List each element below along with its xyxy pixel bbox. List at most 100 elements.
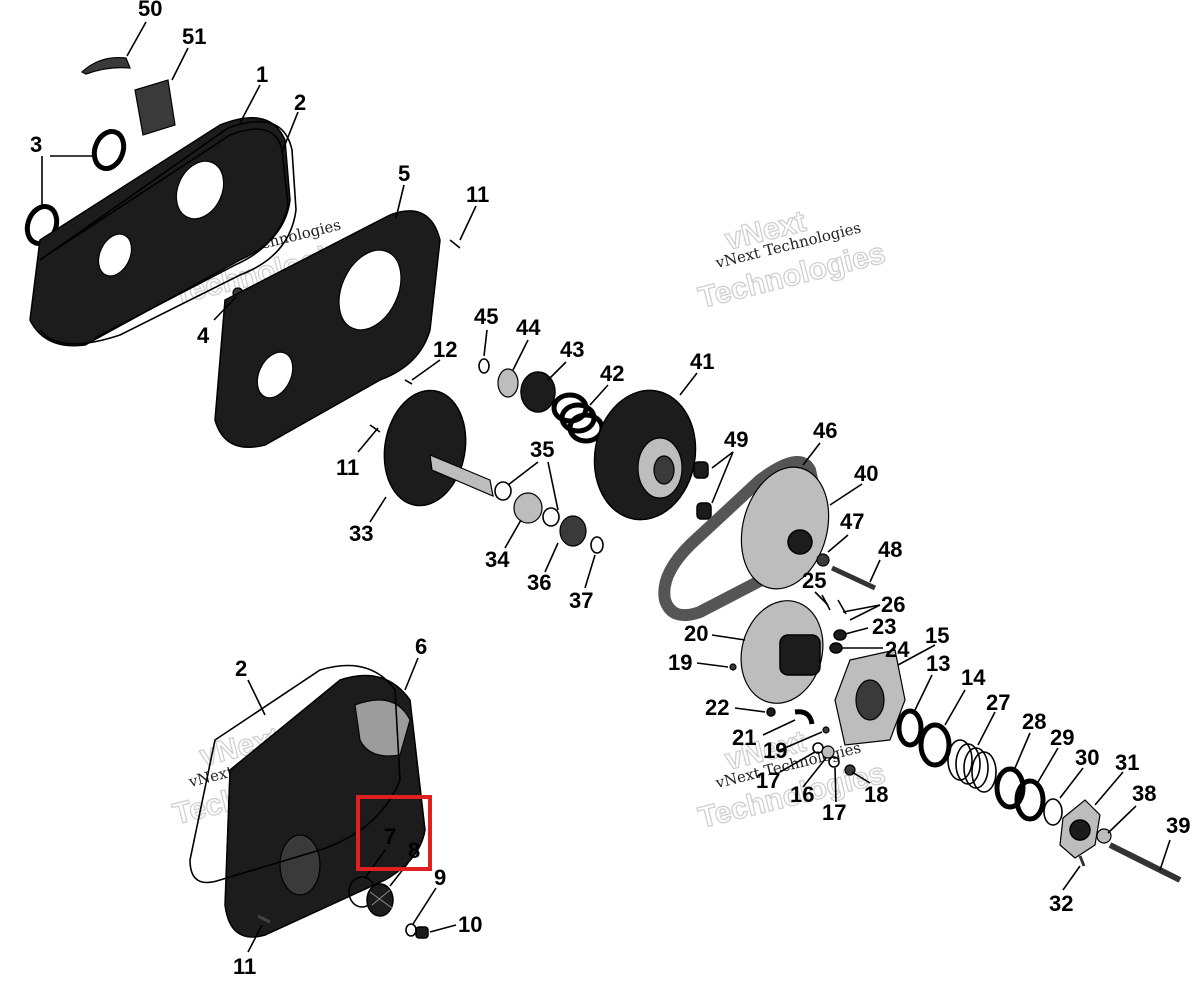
highlight-box bbox=[356, 795, 432, 871]
part-gasket-top bbox=[39, 120, 297, 345]
callout-41: 41 bbox=[690, 349, 714, 374]
part-roller-b bbox=[696, 502, 712, 520]
part-screw-19b bbox=[822, 726, 830, 734]
callout-2: 2 bbox=[294, 90, 306, 115]
callout-30: 30 bbox=[1075, 745, 1099, 770]
part-circlip-45 bbox=[478, 358, 490, 374]
part-housing-15 bbox=[834, 649, 906, 746]
part-roller-23 bbox=[833, 629, 847, 641]
callout-27: 27 bbox=[986, 690, 1010, 715]
part-ring-30 bbox=[1043, 798, 1063, 826]
callout-21: 21 bbox=[732, 725, 756, 750]
part-gasket-bottom bbox=[189, 664, 401, 884]
part-bushing-34 bbox=[513, 492, 543, 524]
callout-24: 24 bbox=[885, 637, 910, 662]
callout-3: 3 bbox=[30, 132, 42, 157]
callout-50: 50 bbox=[138, 0, 162, 21]
callout-9: 9 bbox=[434, 865, 446, 890]
callout-38: 38 bbox=[1132, 781, 1156, 806]
callout-49: 49 bbox=[724, 427, 748, 452]
leader-lines bbox=[41, 21, 1171, 953]
part-pin-22 bbox=[766, 707, 776, 717]
part-cover-31 bbox=[1059, 799, 1101, 859]
callout-1: 1 bbox=[256, 62, 268, 87]
part-bolt-39 bbox=[1108, 842, 1182, 883]
callout-6: 6 bbox=[415, 634, 427, 659]
callout-11: 11 bbox=[466, 182, 489, 207]
callout-39: 39 bbox=[1166, 813, 1190, 838]
callout-19: 19 bbox=[668, 650, 692, 675]
callout-18: 18 bbox=[864, 782, 888, 807]
callout-35: 35 bbox=[530, 437, 554, 462]
callout-13: 13 bbox=[926, 651, 950, 676]
part-ring-37 bbox=[590, 536, 604, 554]
part-washer-47 bbox=[816, 553, 830, 567]
part-spring-27 bbox=[947, 739, 997, 793]
part-cover-plate bbox=[134, 79, 176, 136]
part-roller-24 bbox=[829, 642, 843, 654]
part-ring-9 bbox=[405, 923, 417, 937]
part-washer-38 bbox=[1096, 828, 1112, 844]
part-roller-a bbox=[693, 461, 709, 479]
callout-28: 28 bbox=[1022, 709, 1046, 734]
callout-25: 25 bbox=[802, 568, 826, 593]
part-screw-mid bbox=[369, 424, 381, 433]
part-o-ring-large bbox=[91, 129, 127, 171]
callout-37: 37 bbox=[569, 588, 593, 613]
callout-12: 12 bbox=[433, 337, 457, 362]
part-ring-29 bbox=[1014, 778, 1046, 822]
part-cam-assembly bbox=[740, 600, 824, 704]
part-ring-13 bbox=[896, 708, 924, 748]
callout-17: 17 bbox=[822, 800, 846, 825]
callout-36: 36 bbox=[527, 570, 551, 595]
callout-22: 22 bbox=[705, 695, 729, 720]
part-bushing-36 bbox=[559, 515, 587, 547]
part-washer-17b bbox=[828, 756, 840, 768]
part-bolt-48 bbox=[830, 565, 877, 591]
part-bearing-14 bbox=[918, 722, 952, 768]
callout-19: 19 bbox=[763, 738, 787, 763]
callout-8: 8 bbox=[408, 838, 420, 863]
callout-14: 14 bbox=[961, 665, 986, 690]
part-bushing-43 bbox=[520, 371, 556, 413]
part-washer-16 bbox=[821, 745, 835, 759]
callout-11: 11 bbox=[233, 954, 256, 979]
callout-46: 46 bbox=[813, 418, 837, 443]
callout-7: 7 bbox=[384, 824, 396, 849]
callout-42: 42 bbox=[600, 361, 624, 386]
part-ring-35b bbox=[542, 507, 560, 527]
callout-17: 17 bbox=[756, 768, 780, 793]
part-screw-11-bottom bbox=[257, 914, 271, 924]
part-plug-10 bbox=[415, 926, 429, 939]
part-ring-28 bbox=[994, 766, 1026, 810]
callout-29: 29 bbox=[1050, 725, 1074, 750]
callout-47: 47 bbox=[840, 509, 864, 534]
watermark-top-right: vNext Technologies vNext Technologies bbox=[694, 204, 889, 315]
part-bottom-cover bbox=[224, 674, 426, 938]
callout-23: 23 bbox=[872, 614, 896, 639]
callout-10: 10 bbox=[458, 912, 482, 937]
part-driven-pulley bbox=[740, 466, 830, 590]
part-screw-19a bbox=[729, 663, 737, 671]
callout-48: 48 bbox=[878, 537, 902, 562]
part-bearing-44 bbox=[497, 368, 519, 398]
callout-33: 33 bbox=[349, 521, 373, 546]
callout-43: 43 bbox=[560, 337, 584, 362]
part-spring-42 bbox=[551, 392, 605, 444]
callout-2: 2 bbox=[235, 656, 247, 681]
callout-32: 32 bbox=[1049, 891, 1073, 916]
part-screw-32 bbox=[1078, 855, 1086, 867]
part-clip-21 bbox=[794, 709, 815, 725]
part-screw-top bbox=[449, 239, 461, 249]
part-cover-piece bbox=[80, 56, 131, 75]
part-outer-cover bbox=[29, 117, 291, 347]
part-inner-housing bbox=[214, 210, 441, 448]
callout-45: 45 bbox=[474, 304, 498, 329]
callout-5: 5 bbox=[398, 161, 410, 186]
callout-44: 44 bbox=[516, 315, 541, 340]
callout-51: 51 bbox=[182, 24, 206, 49]
part-ring-35a bbox=[494, 481, 512, 501]
part-movable-sheave bbox=[593, 389, 697, 521]
callout-40: 40 bbox=[854, 461, 878, 486]
